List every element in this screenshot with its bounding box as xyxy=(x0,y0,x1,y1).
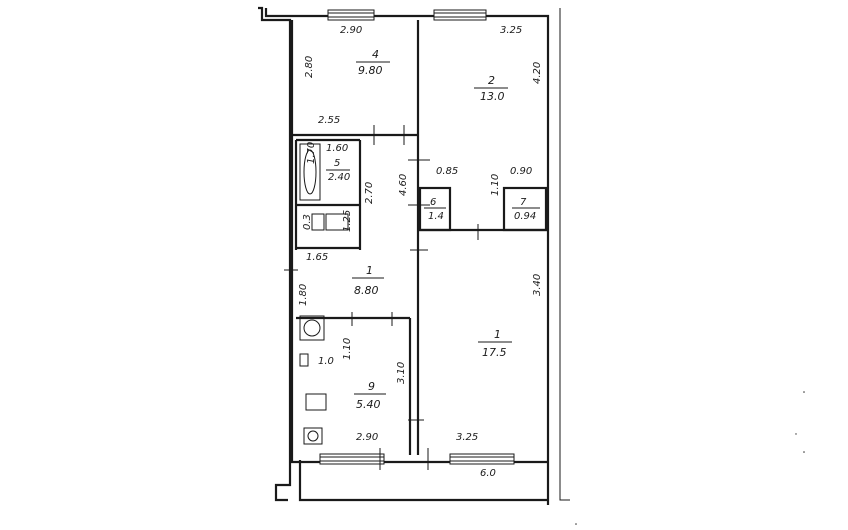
interior-walls xyxy=(292,20,548,455)
dim-kitchen-side: 1.10 xyxy=(342,338,353,360)
room-7-area: 0.94 xyxy=(514,211,536,222)
dim-bath-b: 1.70 xyxy=(306,142,317,164)
boiler-icon xyxy=(303,427,323,445)
dim-room2-height: 4.20 xyxy=(532,62,543,84)
dim-bath-a: 1.60 xyxy=(326,143,348,154)
room-6-id: 6 xyxy=(430,197,436,208)
dim-corridor-width: 1.65 xyxy=(306,252,328,263)
room-9-area: 5.40 xyxy=(356,398,381,411)
dim-closet6-w: 0.85 xyxy=(436,166,458,177)
stove-icon xyxy=(299,315,325,341)
dim-hall-right: 4.60 xyxy=(398,174,409,196)
room-5-id: 5 xyxy=(334,158,340,169)
sink-icon xyxy=(299,353,309,367)
door-ticks xyxy=(284,125,479,470)
dim-balcony: 6.0 xyxy=(480,468,496,479)
room-hall: 1 8.80 xyxy=(352,264,384,297)
dim-bottom-right: 3.25 xyxy=(456,432,478,443)
toilet-icon xyxy=(311,213,349,231)
table-icon xyxy=(305,393,327,411)
dim-room-right-height: 3.40 xyxy=(532,274,543,296)
room-4-area: 9.80 xyxy=(358,64,383,77)
dim-kitchen-right: 3.10 xyxy=(396,362,407,384)
fixtures xyxy=(299,143,349,445)
room-2-id: 2 xyxy=(488,74,495,87)
room-labels: 4 9.80 2 13.0 5 2.40 6 1.4 7 0.94 1 8.80 xyxy=(326,48,540,411)
bottom-windows xyxy=(319,453,515,465)
room-5-area: 2.40 xyxy=(328,172,350,183)
room-6: 6 1.4 xyxy=(424,197,446,222)
room-1: 1 17.5 xyxy=(478,328,512,359)
dim-top-right: 3.25 xyxy=(500,25,522,36)
room-2-area: 13.0 xyxy=(480,90,505,103)
room-7: 7 0.94 xyxy=(512,197,540,222)
room-4: 4 9.80 xyxy=(356,48,390,77)
room-2: 2 13.0 xyxy=(474,74,508,103)
dim-wc-h: 0.3 xyxy=(302,214,313,230)
outer-walls xyxy=(258,6,570,505)
room-hall-area: 8.80 xyxy=(354,284,379,297)
dim-corridor-side: 1.80 xyxy=(298,284,309,306)
dim-hall-height: 2.70 xyxy=(364,182,375,204)
room-9: 9 5.40 xyxy=(354,380,386,411)
dim-top-left: 2.90 xyxy=(340,25,362,36)
scan-speckles xyxy=(575,391,805,525)
room-1-id: 1 xyxy=(494,328,501,341)
room-hall-id: 1 xyxy=(366,264,373,277)
room-9-id: 9 xyxy=(368,380,375,393)
bathtub-icon xyxy=(299,143,321,201)
room-5: 5 2.40 xyxy=(326,158,350,183)
room-1-area: 17.5 xyxy=(482,346,507,359)
dim-room4-height: 2.80 xyxy=(304,56,315,78)
room-7-id: 7 xyxy=(520,197,527,208)
dim-closet7-w: 0.90 xyxy=(510,166,532,177)
dim-small-1: 1.0 xyxy=(318,356,334,367)
dimension-labels: 2.90 3.25 2.80 4.20 2.55 1.60 1.70 2.70 … xyxy=(298,25,543,479)
room-4-id: 4 xyxy=(372,48,379,61)
dim-wc-w: 1.25 xyxy=(342,210,353,232)
dim-room4-bottom: 2.55 xyxy=(318,115,340,126)
dim-closet-right-h: 1.10 xyxy=(490,174,501,196)
top-windows xyxy=(327,9,487,21)
room-6-area: 1.4 xyxy=(428,211,444,222)
dim-bottom-left: 2.90 xyxy=(356,432,378,443)
